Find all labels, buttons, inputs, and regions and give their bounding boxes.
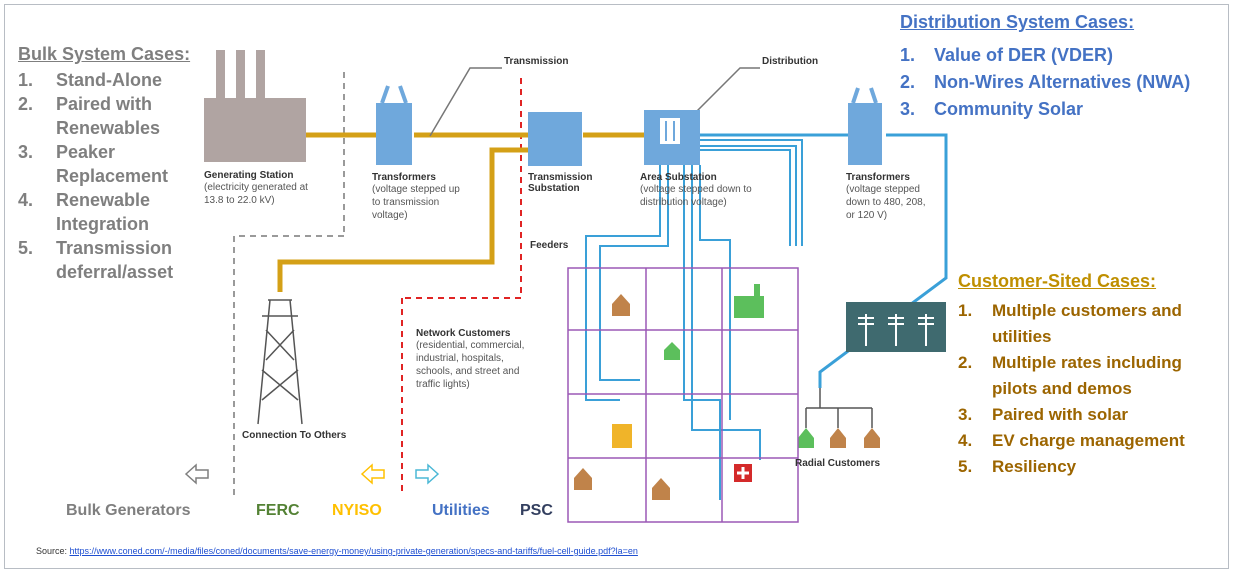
transmission-substation-label: Transmission Substation (528, 172, 593, 194)
bulk-case-5: 5.Transmission (18, 238, 173, 258)
network-customers-label: Network Customers (residential, commerci… (416, 328, 525, 390)
bulk-case-2-cont: Renewables (56, 118, 161, 138)
bulk-case-3-cont: Replacement (56, 166, 169, 186)
radial-customers-label: Radial Customers (795, 458, 881, 469)
transformers-down-label: Transformers (voltage stepped down to 48… (846, 172, 926, 221)
bulk-case-5-cont: deferral/asset (56, 262, 174, 282)
customer-case-4: 4.EV charge management (958, 431, 1185, 450)
bulk-cases-list: 1.Stand-Alone 2.Paired with Renewables 3… (18, 68, 173, 284)
transformers-up-label: Transformers (voltage stepped up to tran… (372, 172, 460, 221)
customer-case-5: 5.Resiliency (958, 457, 1077, 476)
distribution-case-1: 1.Value of DER (VDER) (900, 45, 1114, 65)
generating-station-label: Generating Station (electricity generate… (204, 170, 308, 206)
bulk-case-1: 1.Stand-Alone (18, 70, 162, 90)
distribution-case-2: 2.Non-Wires Alternatives (NWA) (900, 72, 1191, 92)
customer-case-2: 2.Multiple rates including (958, 353, 1182, 372)
bulk-case-2: 2.Paired with (18, 94, 153, 114)
psc-label: PSC (520, 502, 553, 519)
figure-frame (4, 4, 1229, 569)
distribution-label: Distribution (762, 56, 819, 67)
distribution-cases-list: 1.Value of DER (VDER) 2.Non-Wires Altern… (900, 42, 1190, 123)
distribution-case-3: 3.Community Solar (900, 99, 1084, 119)
transmission-label: Transmission (504, 56, 569, 67)
bulk-case-4-cont: Integration (56, 214, 149, 234)
source-link[interactable]: https://www.coned.com/-/media/files/cone… (69, 546, 638, 556)
customer-case-1: 1.Multiple customers and (958, 301, 1182, 320)
customer-case-1-cont: utilities (992, 327, 1052, 346)
bulk-case-4: 4.Renewable (18, 190, 151, 210)
feeders-label: Feeders (530, 240, 569, 251)
connection-label: Connection To Others (242, 430, 347, 441)
customer-cases-title: Customer-Sited Cases: (958, 271, 1157, 291)
customer-case-2-cont: pilots and demos (992, 379, 1132, 398)
utilities-label: Utilities (432, 502, 490, 519)
area-substation-label: Area Substation (voltage stepped down to… (640, 172, 752, 208)
nyiso-label: NYISO (332, 502, 382, 519)
bulk-case-3: 3.Peaker (18, 142, 116, 162)
bulk-generators-label: Bulk Generators (66, 502, 191, 519)
source-note: Source: https://www.coned.com/-/media/fi… (36, 546, 638, 556)
bulk-cases-title: Bulk System Cases: (18, 44, 191, 64)
ferc-label: FERC (256, 502, 300, 519)
distribution-cases-title: Distribution System Cases: (900, 12, 1135, 32)
source-label: Source: (36, 546, 68, 556)
customer-cases-list: 1.Multiple customers and utilities 2.Mul… (958, 298, 1185, 480)
customer-case-3: 3.Paired with solar (958, 405, 1129, 424)
